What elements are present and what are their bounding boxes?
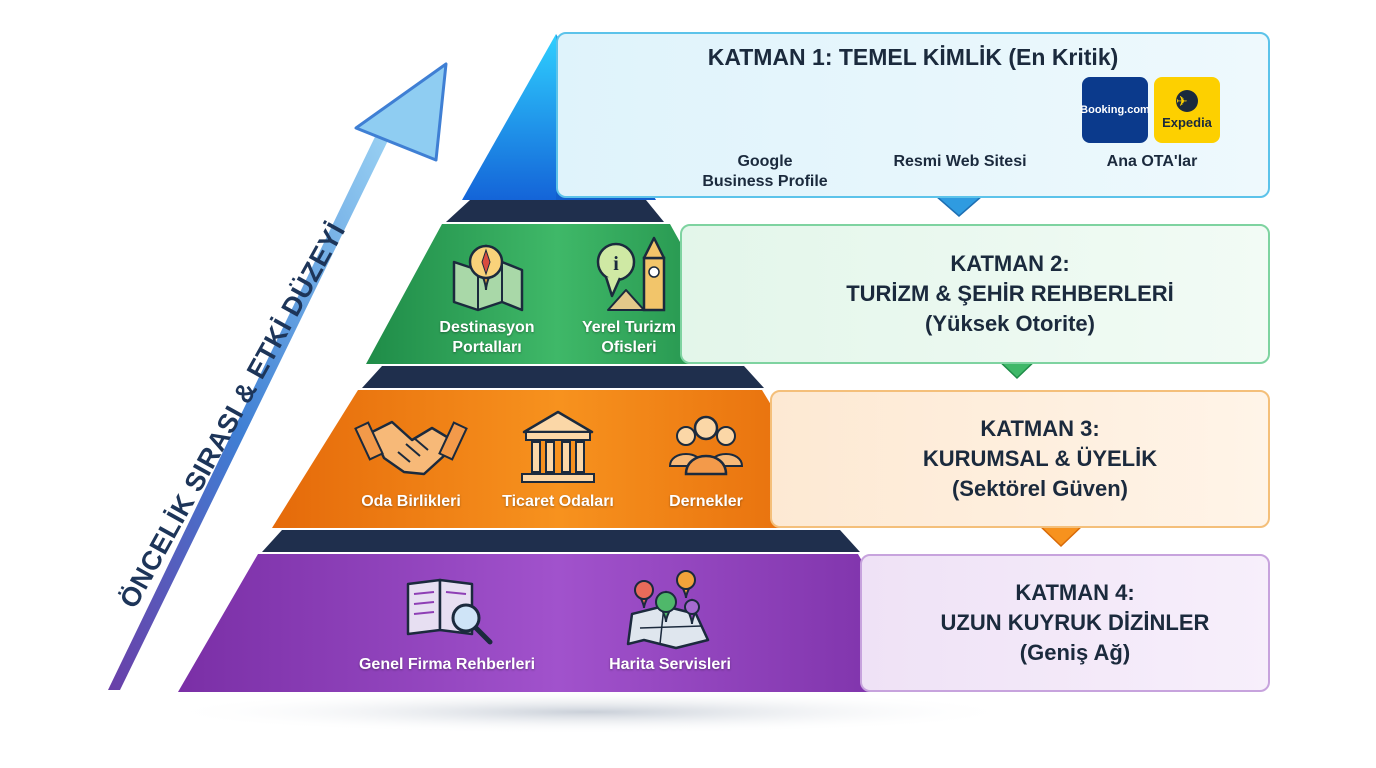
tier-2-title-line-2: TURİZM & ŞEHİR REHBERLERİ: [846, 281, 1174, 306]
label-line: Yerel Turizm: [582, 319, 676, 336]
tier-2-subtitle: (Yüksek Otorite): [925, 311, 1095, 336]
label-line: Business Profile: [702, 173, 828, 190]
tier-3-panel: KATMAN 3: KURUMSAL & ÜYELİK (Sektörel Gü…: [770, 390, 1270, 528]
tier-4-title-line-1: KATMAN 4:: [1015, 580, 1135, 605]
map-compass-icon: [452, 244, 524, 312]
tier-separator: [446, 200, 664, 222]
plane-icon: ✈: [1176, 90, 1198, 112]
ground-shadow: [160, 690, 1020, 734]
tier-1-title: KATMAN 1: TEMEL KİMLİK (En Kritik): [707, 44, 1119, 70]
label-official-website: Resmi Web Sitesi: [870, 152, 1050, 172]
directory-book-search-icon: [406, 578, 493, 645]
tier-4-panel: KATMAN 4: UZUN KUYRUK DİZİNLER (Geniş Ağ…: [860, 554, 1270, 692]
handshake-icon: [354, 420, 468, 476]
institution-building-icon: [521, 410, 595, 483]
priority-arrow: [108, 62, 448, 690]
booking-logo: Booking.com: [1080, 77, 1150, 143]
label-line: Resmi Web Sitesi: [893, 153, 1027, 170]
svg-text:i: i: [613, 253, 619, 275]
tier-3-title-line-2: KURUMSAL & ÜYELİK: [922, 446, 1158, 471]
label-chambers-of-commerce: Ticaret Odaları: [484, 492, 632, 512]
label-main-otas: Ana OTA'lar: [1080, 152, 1224, 172]
tier-separator: [362, 366, 764, 388]
label-line: Destinasyon: [439, 319, 535, 336]
tier-separator: [262, 530, 860, 552]
label-associations: Dernekler: [646, 492, 766, 512]
tier-3-title-line-1: KATMAN 3:: [980, 416, 1100, 441]
tier-2-title-line-1: KATMAN 2:: [950, 251, 1070, 276]
info-tower-icon: i: [596, 236, 666, 312]
tier-4-title-line-2: UZUN KUYRUK DİZİNLER: [940, 610, 1210, 635]
label-line: Ofisleri: [601, 339, 657, 356]
tier-4-subtitle: (Geniş Ağ): [1019, 640, 1131, 665]
label-line: Portalları: [452, 339, 522, 356]
map-pins-icon: [626, 570, 710, 650]
label-google-business-profile: Google Business Profile: [680, 152, 850, 192]
label-line: Harita Servisleri: [609, 656, 731, 673]
tier-1-panel: KATMAN 1: TEMEL KİMLİK (En Kritik): [556, 32, 1270, 198]
label-map-services: Harita Servisleri: [586, 655, 754, 675]
label-line: Google: [737, 153, 793, 170]
label-line: Dernekler: [669, 493, 743, 510]
tier-4-band: [178, 554, 938, 692]
people-group-icon: [668, 415, 744, 476]
label-line: Ana OTA'lar: [1106, 153, 1198, 170]
tier-3-subtitle: (Sektörel Güven): [951, 476, 1129, 501]
label-hotel-associations: Oda Birlikleri: [336, 492, 486, 512]
expedia-logo: ✈ Expedia: [1154, 77, 1220, 143]
expedia-logo-text: Expedia: [1162, 115, 1212, 130]
label-local-tourism-offices: Yerel Turizm Ofisleri: [556, 318, 702, 358]
label-general-business-directories: Genel Firma Rehberleri: [332, 655, 562, 675]
label-destination-portals: Destinasyon Portalları: [414, 318, 560, 358]
label-line: Genel Firma Rehberleri: [358, 656, 536, 673]
tier-2-panel: KATMAN 2: TURİZM & ŞEHİR REHBERLERİ (Yük…: [680, 224, 1270, 364]
label-line: Oda Birlikleri: [361, 493, 461, 510]
label-line: Ticaret Odaları: [502, 493, 614, 510]
booking-logo-text: Booking.com: [1080, 104, 1150, 116]
